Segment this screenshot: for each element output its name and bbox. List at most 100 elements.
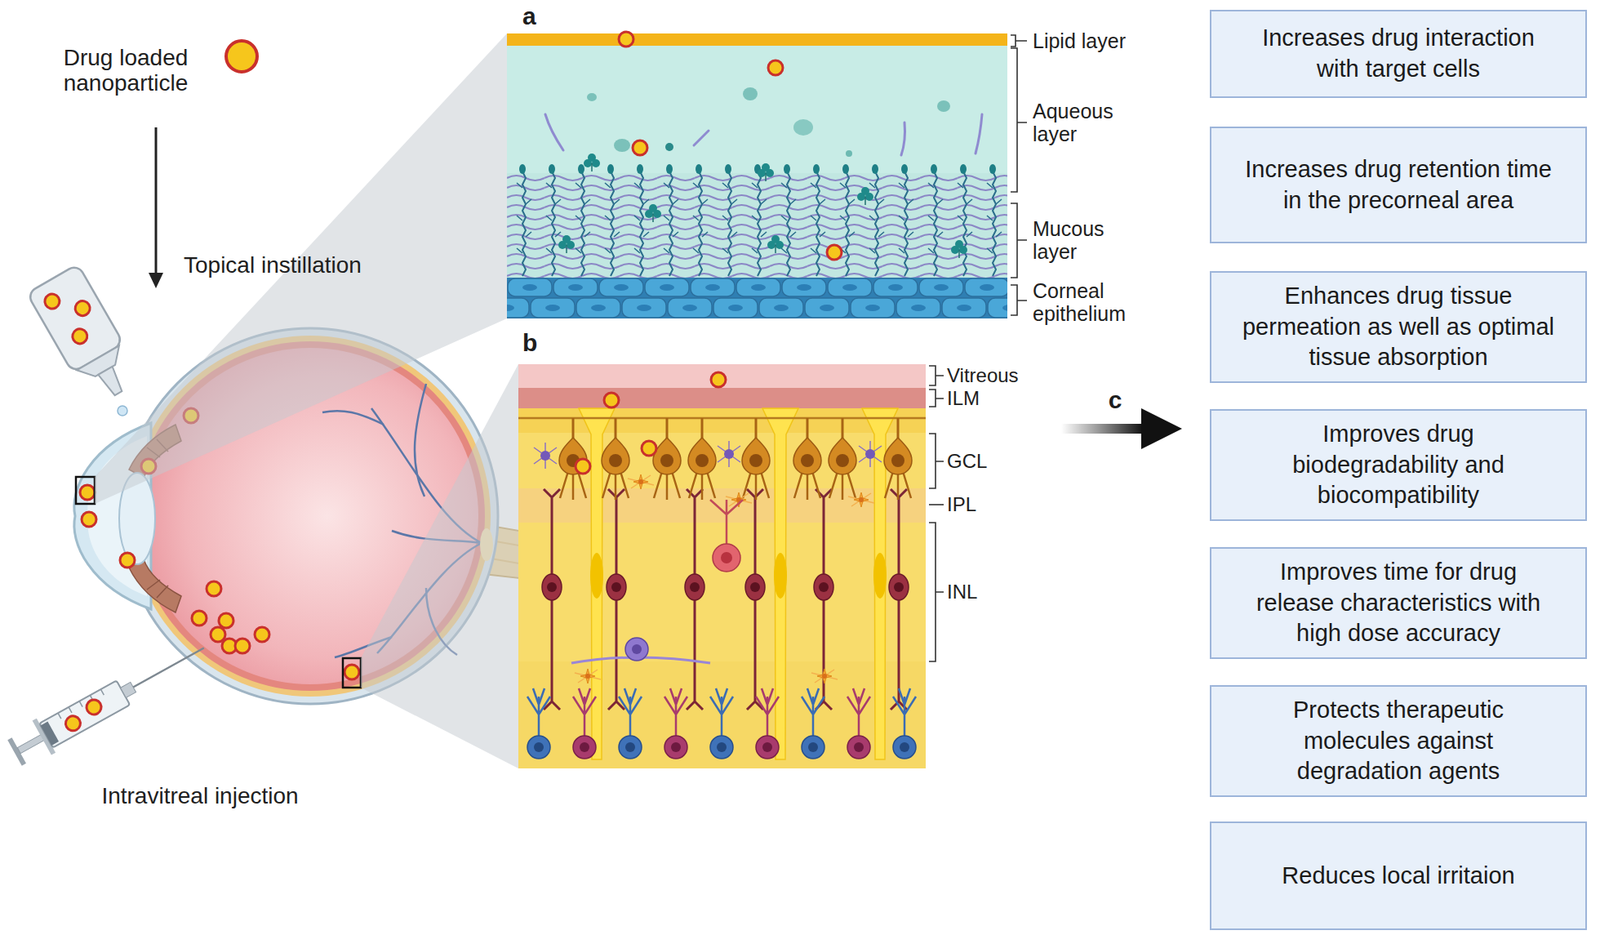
route-label: Intravitreal injection	[101, 782, 298, 809]
tear-film-panel	[986, 164, 1002, 276]
tear-film-panel	[634, 164, 649, 276]
eye-drop-bottle	[42, 291, 63, 312]
eye-drop-bottle	[72, 297, 94, 319]
retina-panel	[828, 417, 857, 500]
tear-film-panel	[632, 140, 648, 156]
syringe	[120, 681, 137, 698]
panel-letter: b	[522, 328, 538, 357]
layer-label: GCL	[946, 450, 987, 473]
retina-panel	[533, 442, 557, 469]
layer-label: ILM	[946, 387, 980, 410]
panel-letter: a	[522, 2, 537, 31]
layer-label: IPL	[946, 493, 977, 516]
layer-label: Mucous layer	[1032, 217, 1152, 263]
retina-panel	[755, 688, 779, 759]
retina-panel	[725, 492, 752, 507]
tear-film-panel	[793, 119, 814, 136]
layer-label: Aqueous layer	[1032, 99, 1152, 146]
tear-film-panel	[826, 244, 842, 260]
eye-illustration	[210, 626, 226, 642]
retina-panel	[712, 543, 741, 572]
tear-film-panel	[545, 114, 564, 151]
tear-film-panel	[810, 164, 826, 276]
tear-film-panel	[506, 277, 1008, 319]
layer-bracket	[928, 522, 944, 662]
tear-film-panel	[845, 150, 853, 157]
eye-illustration	[120, 552, 135, 568]
retina-panel	[518, 488, 926, 523]
syringe	[4, 631, 214, 770]
tear-film-panel	[857, 186, 874, 205]
tear-film-panel	[604, 164, 620, 276]
retina-panel	[518, 661, 926, 769]
eye-drop-bottle	[97, 366, 125, 398]
retina-panel	[893, 688, 916, 759]
benefits-arrow	[1061, 408, 1183, 449]
layer-bracket	[928, 503, 944, 506]
retina-panel	[684, 488, 705, 710]
syringe	[62, 713, 83, 734]
tear-film-panel	[869, 164, 885, 276]
retina-panel	[601, 417, 630, 500]
retina-panel	[793, 417, 822, 500]
retina-panel	[518, 408, 926, 769]
syringe	[40, 721, 59, 746]
layer-label: INL	[946, 581, 978, 604]
layer-bracket	[928, 389, 944, 407]
retina-panel	[711, 372, 726, 387]
layer-bracket	[1010, 48, 1027, 192]
tear-film-panel	[663, 164, 679, 276]
instillation-arrow	[148, 272, 164, 289]
nanoparticle-symbol	[226, 40, 258, 72]
retina-panel	[518, 364, 926, 388]
retina-panel	[618, 688, 642, 759]
syringe	[4, 631, 214, 770]
tear-film-panel	[928, 164, 943, 276]
tear-film-panel	[975, 114, 983, 154]
retina-panel	[710, 688, 734, 759]
route-label: Topical instillation	[183, 252, 362, 278]
retina-panel	[720, 551, 733, 564]
tear-film-panel	[665, 142, 674, 152]
retina-panel	[801, 688, 825, 759]
tear-film-panel	[506, 31, 1008, 319]
eye-illustration	[414, 383, 427, 497]
eye-illustration	[342, 657, 361, 688]
retina-panel	[858, 440, 882, 467]
eye-drop-bottle	[117, 405, 128, 416]
layer-label: Lipid layer	[1032, 29, 1126, 53]
panel-letter: c	[1108, 386, 1123, 414]
tear-film-panel	[781, 164, 796, 276]
retina-panel	[848, 492, 875, 507]
zoom-wedge	[360, 364, 519, 769]
retina-panel	[518, 417, 926, 420]
retina-panel	[518, 364, 926, 769]
eye-illustration	[344, 664, 360, 680]
tear-film-panel	[583, 153, 600, 172]
eye-illustration	[322, 410, 384, 425]
box-text: Increases drug interaction with target c…	[1239, 22, 1558, 85]
eye-illustration	[191, 610, 207, 626]
eye-illustration	[218, 613, 234, 628]
syringe	[133, 648, 205, 688]
benefit-box: Increases drug interaction with target c…	[1209, 9, 1587, 98]
tear-film-panel	[951, 240, 968, 258]
tear-film-panel	[545, 114, 983, 156]
tear-film-panel	[768, 60, 783, 76]
layer-bracket	[1010, 284, 1027, 316]
retina-panel	[653, 417, 681, 500]
benefit-box: Improves time for drug release character…	[1209, 546, 1587, 659]
eye-illustration	[81, 511, 97, 527]
retina-panel	[742, 417, 770, 500]
layer-bracket	[1010, 35, 1027, 47]
tear-film-panel	[613, 138, 631, 152]
layer-bracket	[928, 433, 944, 489]
tear-film-panel	[516, 164, 532, 276]
tear-film-panel	[586, 93, 597, 102]
retina-panel	[664, 688, 688, 759]
eye-drop-bottle	[26, 263, 144, 416]
tear-film-panel	[558, 235, 575, 254]
box-text: Reduces local irritaion	[1239, 860, 1558, 892]
layer-bracket	[1010, 35, 1027, 316]
tear-film-panel	[693, 164, 708, 276]
